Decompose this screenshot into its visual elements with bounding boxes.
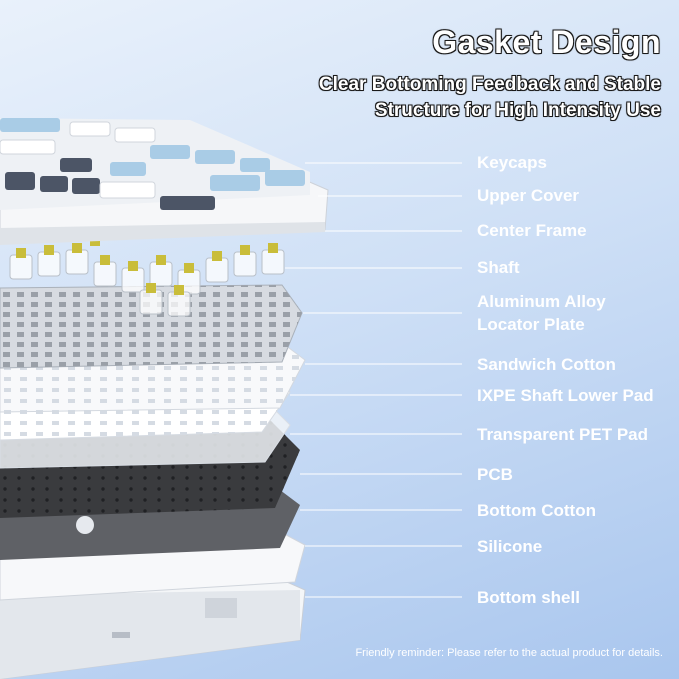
keycaps-layer [0, 118, 310, 210]
label-pcb: PCB [477, 465, 513, 484]
subheadline: Clear Bottoming Feedback and Stable Stru… [318, 74, 661, 121]
label-shaft: Shaft [477, 258, 520, 277]
label-upper-cover: Upper Cover [477, 186, 580, 205]
label-silicone: Silicone [477, 537, 543, 556]
label-aluminum-plate: Aluminum Alloy Locator Plate [477, 292, 606, 334]
label-sandwich-cotton: Sandwich Cotton [477, 355, 616, 374]
aluminum-plate-layer [0, 284, 303, 369]
label-bottom-cotton: Bottom Cotton [477, 501, 596, 520]
friendly-reminder: Friendly reminder: Please refer to the a… [355, 647, 663, 659]
leader-lines [285, 162, 462, 598]
label-keycaps: Keycaps [477, 153, 547, 172]
label-center-frame: Center Frame [477, 221, 587, 240]
label-bottom-shell: Bottom shell [477, 588, 580, 607]
switches-layer [9, 230, 285, 317]
headline: Gasket Design [432, 24, 661, 60]
label-ixpe-pad: IXPE Shaft Lower Pad [477, 386, 654, 405]
label-transparent-pet: Transparent PET Pad [477, 425, 648, 444]
